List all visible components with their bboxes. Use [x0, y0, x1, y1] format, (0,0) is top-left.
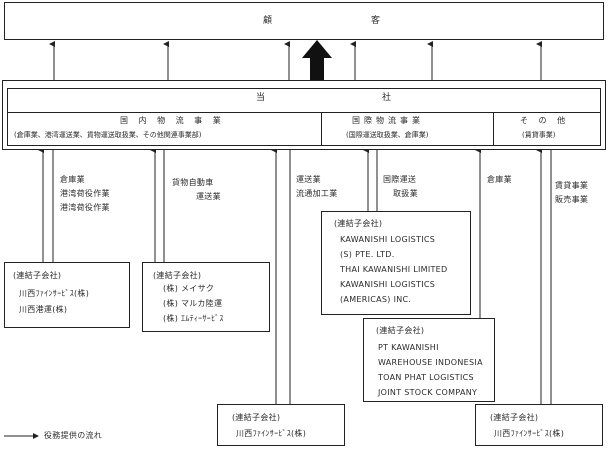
company-name: (S) PTE. LTD.: [340, 250, 395, 259]
company-name: WAREHOUSE INDONESIA: [378, 358, 483, 367]
company-name: (株) ｴﾑﾃｨｰｻｰﾋﾞｽ: [163, 314, 224, 323]
company-name: 川西ﾌｧｲﾝｻｰﾋﾞｽ(株): [494, 429, 565, 438]
legend-label: 役務提供の流れ: [44, 431, 103, 440]
intl-subsidiary-box-2: (連結子会社) PT KAWANISHI WAREHOUSE INDONESIA…: [363, 318, 495, 402]
company-name: TOAN PHAT LOGISTICS: [378, 373, 474, 382]
label-freight-1: 貨物自動車: [172, 178, 214, 187]
label-freight-2: 運送業: [196, 192, 221, 201]
label-rental-2: 販売事業: [555, 195, 589, 204]
segment-sep-1: [321, 112, 322, 146]
box-heading: (連結子会社): [490, 413, 539, 422]
subsidiary-box-3: (連結子会社) 川西ﾌｧｲﾝｻｰﾋﾞｽ(株): [217, 404, 345, 446]
label-warehouse-2: 港湾荷役作業: [60, 189, 110, 198]
company-label: 当 社: [256, 93, 401, 103]
company-name: THAI KAWANISHI LIMITED: [340, 265, 448, 274]
company-inner-box: [7, 88, 601, 146]
box-heading: (連結子会社): [334, 219, 383, 228]
company-name: 川西港運(株): [19, 305, 68, 314]
company-name: (株) マルカ陸運: [163, 299, 223, 308]
label-transport-1: 運送業: [296, 175, 321, 184]
company-name: JOINT STOCK COMPANY: [378, 388, 478, 397]
label-transport-2: 流通加工業: [296, 189, 338, 198]
domestic-header: 国 内 物 流 事 業: [120, 116, 225, 125]
company-name: 川西ﾌｧｲﾝｻｰﾋﾞｽ(株): [19, 289, 90, 298]
customer-box: 顧 客: [4, 2, 604, 40]
label-intl-1: 国際運送: [383, 175, 417, 184]
main-flow-arrow: [302, 40, 332, 80]
intl-header: 国際物流事業: [352, 116, 424, 125]
other-header: そ の 他: [520, 116, 570, 125]
domestic-sub: (倉庫業、港湾運送業、貨物運送取扱業、その他関連事業部): [14, 131, 202, 139]
company-name: PT KAWANISHI: [378, 343, 439, 352]
subsidiary-box-1: (連結子会社) 川西ﾌｧｲﾝｻｰﾋﾞｽ(株) 川西港運(株): [4, 262, 130, 328]
box-heading: (連結子会社): [13, 271, 62, 280]
company-name: (株) メイサク: [163, 284, 215, 293]
company-name: (AMERICAS) INC.: [340, 295, 412, 304]
company-name: 川西ﾌｧｲﾝｻｰﾋﾞｽ(株): [236, 429, 307, 438]
company-name: KAWANISHI LOGISTICS: [340, 280, 436, 289]
label-warehouse-intl: 倉庫業: [487, 175, 512, 184]
box-heading: (連結子会社): [232, 413, 281, 422]
subsidiary-box-2: (連結子会社) (株) メイサク (株) マルカ陸運 (株) ｴﾑﾃｨｰｻｰﾋﾞ…: [142, 262, 270, 332]
label-warehouse-3: 港湾荷役作業: [60, 203, 110, 212]
label-warehouse-1: 倉庫業: [60, 175, 85, 184]
segment-divider: [7, 112, 601, 113]
segment-sep-2: [493, 112, 494, 146]
intl-subsidiary-box-1: (連結子会社) KAWANISHI LOGISTICS (S) PTE. LTD…: [321, 211, 471, 315]
company-name: KAWANISHI LOGISTICS: [340, 235, 436, 244]
intl-sub: (国際運送取扱業、倉庫業): [346, 131, 429, 139]
box-heading: (連結子会社): [153, 271, 202, 280]
other-sub: (賃貸事業): [522, 131, 556, 139]
label-intl-2: 取扱業: [393, 189, 418, 198]
label-rental-1: 賃貸事業: [555, 181, 589, 190]
subsidiary-box-4: (連結子会社) 川西ﾌｧｲﾝｻｰﾋﾞｽ(株): [475, 404, 603, 446]
customer-label: 顧 客: [263, 16, 390, 26]
box-heading: (連結子会社): [376, 326, 425, 335]
